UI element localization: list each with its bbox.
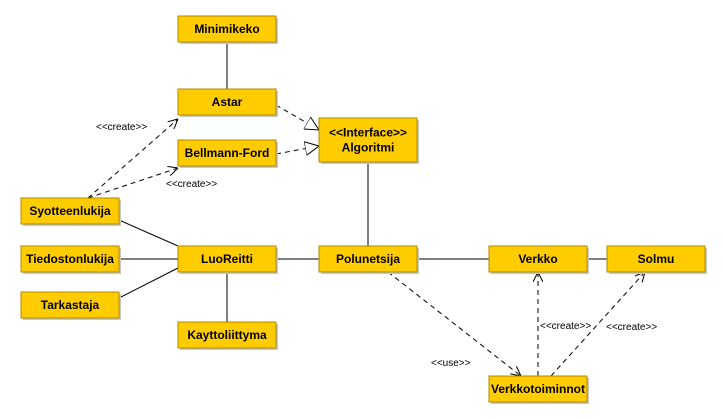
class-box-solmu: Solmu bbox=[606, 245, 707, 274]
class-box-tarkastaja: Tarkastaja bbox=[20, 291, 121, 320]
class-box-tiedostonlukija: Tiedostonlukija bbox=[20, 245, 121, 274]
class-name-syotteenlukija: Syotteenlukija bbox=[29, 204, 111, 218]
class-box-rect bbox=[20, 197, 120, 225]
class-box-rect bbox=[318, 117, 418, 163]
edge-label-verkkotoiminnot-to-solmu: <<create>> bbox=[606, 322, 657, 333]
class-name-astar: Astar bbox=[212, 95, 243, 109]
class-box-rect bbox=[177, 15, 277, 43]
edge-syotteenlukija-to-astar bbox=[87, 119, 178, 199]
class-box-rect bbox=[488, 245, 588, 273]
class-name-tiedostonlukija: Tiedostonlukija bbox=[26, 252, 114, 266]
class-box-bellmann-ford: Bellmann-Ford bbox=[177, 139, 278, 168]
class-name-polunetsija: Polunetsija bbox=[336, 252, 400, 266]
class-box-rect bbox=[177, 245, 277, 273]
edge-polunetsija-to-verkkotoiminnot bbox=[387, 271, 521, 376]
class-box-rect bbox=[20, 245, 120, 273]
edge-tarkastaja-to-luoreitti bbox=[118, 267, 179, 299]
edge-label-syotteenlukija-to-bellmann-ford: <<create>> bbox=[166, 179, 217, 190]
class-name-algoritmi-1: Algoritmi bbox=[342, 141, 395, 155]
class-name-minimikeko: Minimikeko bbox=[194, 22, 259, 36]
class-name-tarkastaja: Tarkastaja bbox=[41, 298, 100, 312]
edge-label-syotteenlukija-to-astar: <<create>> bbox=[96, 122, 147, 133]
class-box-algoritmi: <<Interface>>Algoritmi bbox=[318, 117, 419, 164]
class-name-bellmann-ford: Bellmann-Ford bbox=[185, 146, 270, 160]
edge-bellmann-ford-to-algoritmi bbox=[275, 146, 319, 154]
class-box-verkkotoiminnot: Verkkotoiminnot bbox=[488, 375, 589, 404]
class-box-minimikeko: Minimikeko bbox=[177, 15, 278, 44]
edge-label-polunetsija-to-verkkotoiminnot: <<use>> bbox=[431, 358, 471, 369]
class-box-rect bbox=[318, 245, 418, 273]
class-name-verkkotoiminnot: Verkkotoiminnot bbox=[491, 382, 585, 396]
class-box-kayttoliittyma: Kayttoliittyma bbox=[177, 321, 278, 350]
class-box-syotteenlukija: Syotteenlukija bbox=[20, 197, 121, 226]
class-box-rect bbox=[606, 245, 706, 273]
edge-label-verkkotoiminnot-to-verkko: <<create>> bbox=[540, 321, 591, 332]
class-box-rect bbox=[177, 88, 277, 116]
class-box-rect bbox=[177, 139, 277, 167]
class-name-luoreitti: LuoReitti bbox=[201, 252, 253, 266]
class-name-solmu: Solmu bbox=[638, 252, 675, 266]
edge-astar-to-algoritmi bbox=[275, 104, 319, 130]
class-name-verkko: Verkko bbox=[518, 252, 557, 266]
class-name-kayttoliittyma: Kayttoliittyma bbox=[187, 328, 267, 342]
edge-syotteenlukija-to-luoreitti bbox=[118, 219, 179, 247]
class-box-polunetsija: Polunetsija bbox=[318, 245, 419, 274]
class-box-luoreitti: LuoReitti bbox=[177, 245, 278, 274]
class-box-verkko: Verkko bbox=[488, 245, 589, 274]
class-box-rect bbox=[20, 291, 120, 319]
class-box-astar: Astar bbox=[177, 88, 278, 117]
class-box-rect bbox=[177, 321, 277, 349]
class-box-rect bbox=[488, 375, 588, 403]
class-name-algoritmi-0: <<Interface>> bbox=[329, 126, 407, 140]
edge-syotteenlukija-to-bellmann-ford bbox=[87, 168, 178, 199]
edges-layer: <<create>> <<create>> <<use>> <<create>> <<c… bbox=[87, 42, 657, 376]
